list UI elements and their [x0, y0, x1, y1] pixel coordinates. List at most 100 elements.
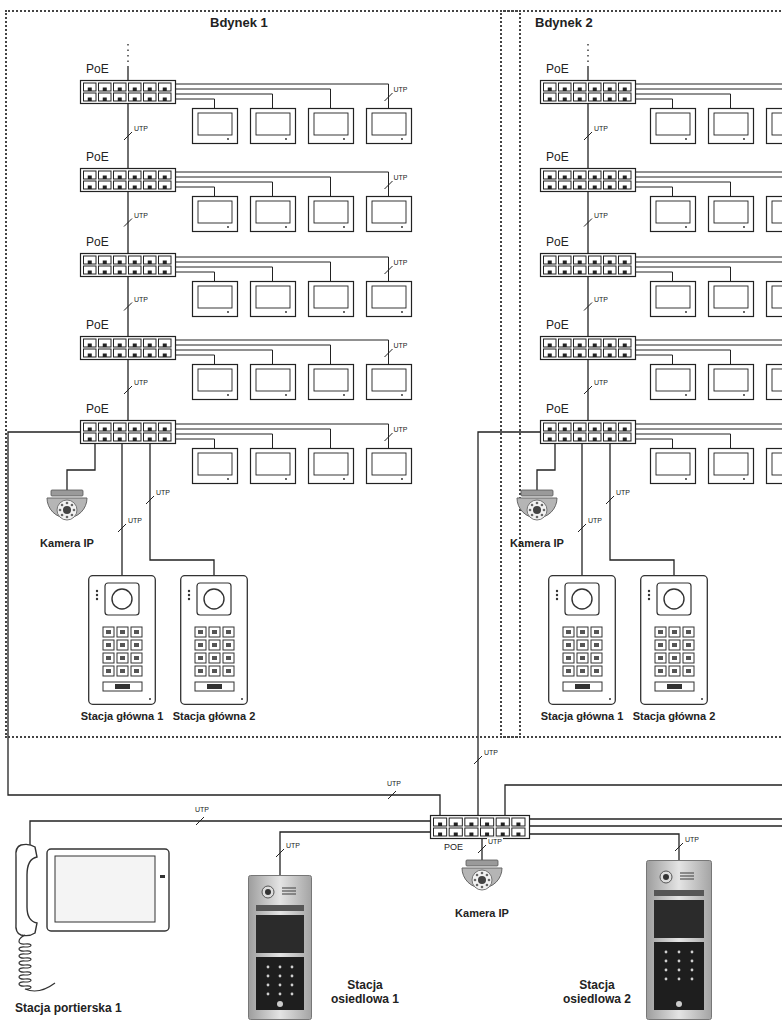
poe-switch-icon — [540, 336, 636, 360]
ip-camera-icon — [45, 490, 89, 532]
rj45-port — [574, 171, 587, 179]
port-notch — [563, 438, 567, 442]
port-notch — [548, 354, 552, 358]
key-mark — [566, 669, 571, 673]
key-mark — [580, 630, 585, 634]
key — [117, 653, 128, 663]
station-panel — [641, 576, 708, 705]
monitor-cable — [636, 172, 782, 196]
port-notch — [548, 261, 552, 265]
cable-mark — [385, 93, 393, 101]
monitor-screen — [656, 113, 690, 135]
monitor-screen — [372, 201, 406, 223]
rj45-port — [159, 93, 172, 101]
device-label: Stacja osiedlowa 1 — [322, 979, 408, 1007]
monitor-cable — [176, 434, 273, 448]
switch-label: PoE — [546, 236, 569, 250]
switch-label: PoE — [86, 319, 109, 333]
port-notch — [578, 176, 582, 180]
port-notch — [485, 823, 489, 827]
rj45-port — [99, 349, 112, 357]
port-notch — [103, 186, 107, 190]
monitor — [367, 449, 412, 484]
port-notch — [163, 98, 167, 102]
monitor-screen — [772, 201, 782, 223]
key — [563, 627, 574, 637]
button — [676, 1001, 682, 1007]
monitor-cable — [176, 272, 215, 281]
key — [279, 984, 282, 987]
ip-camera-icon — [460, 860, 504, 902]
floor-monitors — [176, 424, 412, 484]
led — [556, 594, 558, 596]
monitor — [251, 109, 296, 144]
key — [291, 966, 294, 969]
rj45-port — [559, 266, 572, 274]
rj45-port — [481, 818, 494, 826]
cable-mark — [584, 303, 592, 311]
rj45-port — [559, 93, 572, 101]
main-door-station-icon — [88, 575, 156, 705]
monitor-cable — [636, 355, 673, 364]
monitor-cable — [176, 355, 215, 364]
ir-led — [476, 874, 479, 877]
monitor-screen — [714, 453, 748, 475]
monitor-led — [285, 394, 287, 396]
monitor-led — [685, 478, 687, 480]
ip-camera: Kamera IP — [515, 490, 559, 532]
key-mark — [120, 630, 125, 634]
monitor — [251, 197, 296, 232]
port-notch — [454, 833, 458, 837]
connector-group — [67, 444, 95, 490]
key-mark — [686, 643, 691, 647]
key-mark — [106, 630, 111, 634]
monitor-screen — [372, 113, 406, 135]
key-mark — [198, 656, 203, 660]
key-mark — [594, 669, 599, 673]
connector-group — [30, 817, 430, 845]
key-mark — [580, 656, 585, 660]
port-notch — [133, 88, 137, 92]
estate-door-station: Stacja osiedlowa 1 — [248, 875, 312, 1020]
monitor-led — [743, 394, 745, 396]
port-notch — [148, 98, 152, 102]
rj45-port — [114, 93, 127, 101]
port-notch — [88, 98, 92, 102]
port-notch — [548, 438, 552, 442]
port-notch — [623, 271, 627, 275]
key — [591, 653, 602, 663]
port-notch — [103, 344, 107, 348]
port-notch — [578, 354, 582, 358]
floor-monitors — [176, 84, 412, 144]
port-notch — [469, 833, 473, 837]
speaker-grille — [680, 878, 694, 879]
poe-switch: PoE — [540, 168, 636, 192]
handset — [16, 844, 37, 935]
rj45-port — [465, 818, 478, 826]
rj45-port — [619, 181, 632, 189]
poe-switch: PoE — [80, 80, 176, 104]
rj45-port — [159, 339, 172, 347]
monitor-cable — [636, 187, 673, 196]
switch-label: PoE — [546, 63, 569, 77]
key — [691, 969, 694, 972]
poe-switch-icon — [540, 420, 636, 444]
key-mark — [658, 643, 663, 647]
port-notch — [88, 261, 92, 265]
monitor-led — [227, 311, 229, 313]
poe-switch-icon — [80, 420, 176, 444]
speaker-grille — [282, 890, 296, 891]
monitor-cable — [636, 350, 731, 364]
camera-lens — [63, 506, 71, 514]
card-mark — [667, 684, 682, 689]
key — [678, 951, 681, 954]
cable-label: UTP — [393, 426, 409, 434]
ir-led — [474, 879, 477, 882]
rj45-port — [619, 171, 632, 179]
camera-window — [657, 583, 691, 615]
cable-mark — [584, 132, 592, 140]
key — [223, 653, 234, 663]
key — [669, 653, 680, 663]
coiled-cord — [19, 935, 55, 991]
monitor-led — [227, 138, 229, 140]
